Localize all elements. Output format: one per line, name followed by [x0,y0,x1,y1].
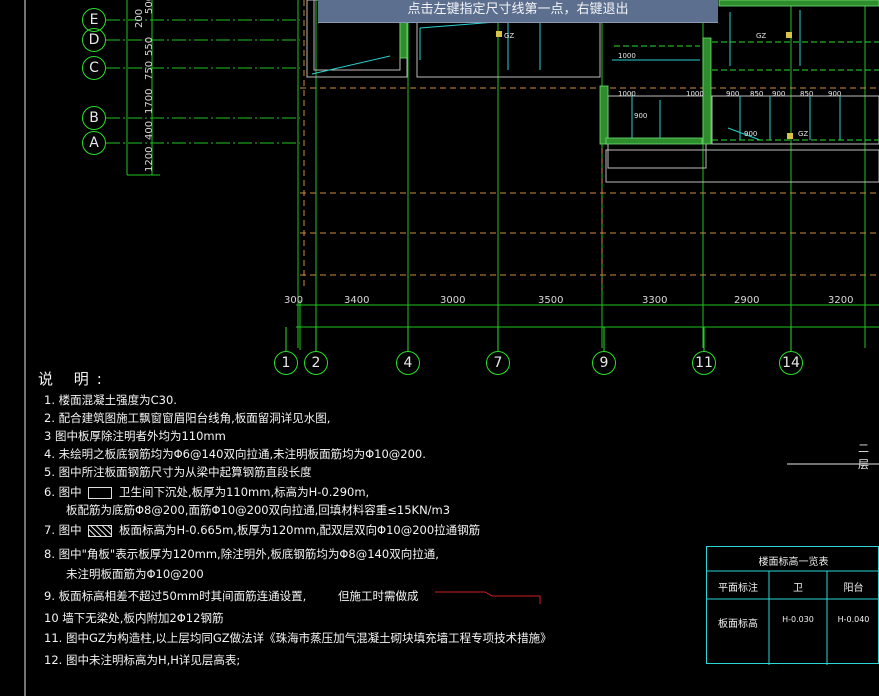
grid-bubble-2[interactable]: 2 [304,351,328,375]
grid-bubble-B[interactable]: B [82,106,106,130]
plan-label: 900 [828,90,842,98]
note-item-7: 7. 图中 板面标高为H-0.665m,板厚为120mm,配双层双向Φ10@20… [44,522,480,538]
design-notes: 说 明: 1. 楼面混凝土强度为C30. 2. 配合建筑图施工飘窗窗眉阳台线角,… [38,368,552,667]
note-item: 10 墙下无梁处,板内附加2Φ12钢筋 [44,611,224,625]
plan-label: 850 [750,90,764,98]
plan-label: 900 [634,112,648,120]
grid-bubble-D[interactable]: D [82,28,106,52]
table-cell: H-0.030 [782,615,814,624]
row-dim: 550 [144,36,155,56]
note-item-6-tail: 卫生间下沉处,板厚为110mm,标高为H-0.290m, [118,485,370,499]
floor-label: 二层 [858,442,869,471]
table-header: 平面标注 [718,583,758,594]
note-item-6: 6. 图中 卫生间下沉处,板厚为110mm,标高为H-0.290m, [44,484,369,500]
table-cell: 板面标高 [718,619,758,630]
plan-label: 1000 [618,52,636,60]
grid-bubble-9[interactable]: 9 [592,351,616,375]
row-dim: 1700 [144,88,155,114]
note-item: 5. 图中所注板面钢筋尺寸为从梁中起算钢筋直段长度 [44,465,312,479]
note-item: 3 图中板厚除注明者外均为110mm [44,429,226,443]
note-item: 12. 图中未注明标高为H,H详见层高表; [44,653,241,667]
col-dim: 2900 [734,295,760,306]
sunken-slab-legend-icon [88,486,113,499]
grid-bubble-11[interactable]: 11 [692,351,716,375]
grid-bubble-4[interactable]: 4 [396,351,420,375]
plan-label: 900 [726,90,740,98]
plan-label: GZ [504,32,515,40]
plan-label: 850 [800,90,814,98]
note-item: 未注明板面筋为Φ10@200 [66,567,204,581]
command-prompt-tooltip: 点击左键指定尺寸线第一点，右键退出 [318,0,718,23]
grid-bubble-7[interactable]: 7 [486,351,510,375]
col-dim: 300 [284,295,304,306]
grid-bubble-1[interactable]: 1 [274,351,298,375]
grid-bubble-14[interactable]: 14 [779,351,803,375]
note-item-7-tail: 板面标高为H-0.665m,板厚为120mm,配双层双向Φ10@200拉通钢筋 [118,523,481,537]
col-dim: 3000 [440,295,466,306]
note-item: 2. 配合建筑图施工飘窗窗眉阳台线角,板面留洞详见水图, [44,411,331,425]
note-item: 4. 未绘明之板底钢筋均为Φ6@140双向拉通,未注明板面筋均为Φ10@200. [44,447,426,461]
grid-bubble-C[interactable]: C [82,56,106,80]
row-dim: 500 [144,0,155,14]
note-item: 8. 图中"角板"表示板厚为120mm,除注明外,板底钢筋均为Φ8@140双向拉… [44,547,439,561]
table-cell: H-0.040 [837,615,870,624]
note-item: 9. 板面标高相差不超过50mm时其间面筋连通设置, [44,589,307,603]
plan-label: 900 [772,90,786,98]
note-item-9-tail: 但施工时需做成 [338,589,419,603]
floor-elevation-table: 楼面标高一览表 平面标注 卫 阳台 板面标高 H-0.030 H-0.040 [706,546,879,665]
plan-label: GZ [798,130,809,138]
plan-label: GZ [756,32,767,40]
plan-label: 1000 [618,90,636,98]
row-dim: 400 [144,120,155,140]
table-title: 楼面标高一览表 [758,557,829,568]
row-dim: 750 [144,60,155,80]
note-item: 1. 楼面混凝土强度为C30. [44,393,177,407]
note-item: 11. 图中GZ为构造柱,以上层均同GZ做法详《珠海市蒸压加气混凝土砌块填充墙工… [44,631,552,645]
note-item-7-lead: 7. 图中 [44,523,82,537]
note-item: 板配筋为底筋Φ8@200,面筋Φ10@200双向拉通,回填材料容重≤15KN/m… [66,503,451,517]
table-header: 阳台 [843,583,864,594]
table-header: 卫 [793,583,803,594]
notes-heading: 说 明: [38,370,110,388]
row-dim: 1200 [144,146,155,172]
plan-label: 900 [744,130,758,138]
col-dim: 3300 [642,295,668,306]
col-dim: 3500 [538,295,564,306]
hatched-slab-legend-icon [88,524,113,537]
col-dim: 3400 [344,295,370,306]
note-item-6-lead: 6. 图中 [44,485,82,499]
col-dim: 3200 [828,295,854,306]
grid-bubble-A[interactable]: A [82,131,106,155]
plan-label: 1000 [686,90,704,98]
